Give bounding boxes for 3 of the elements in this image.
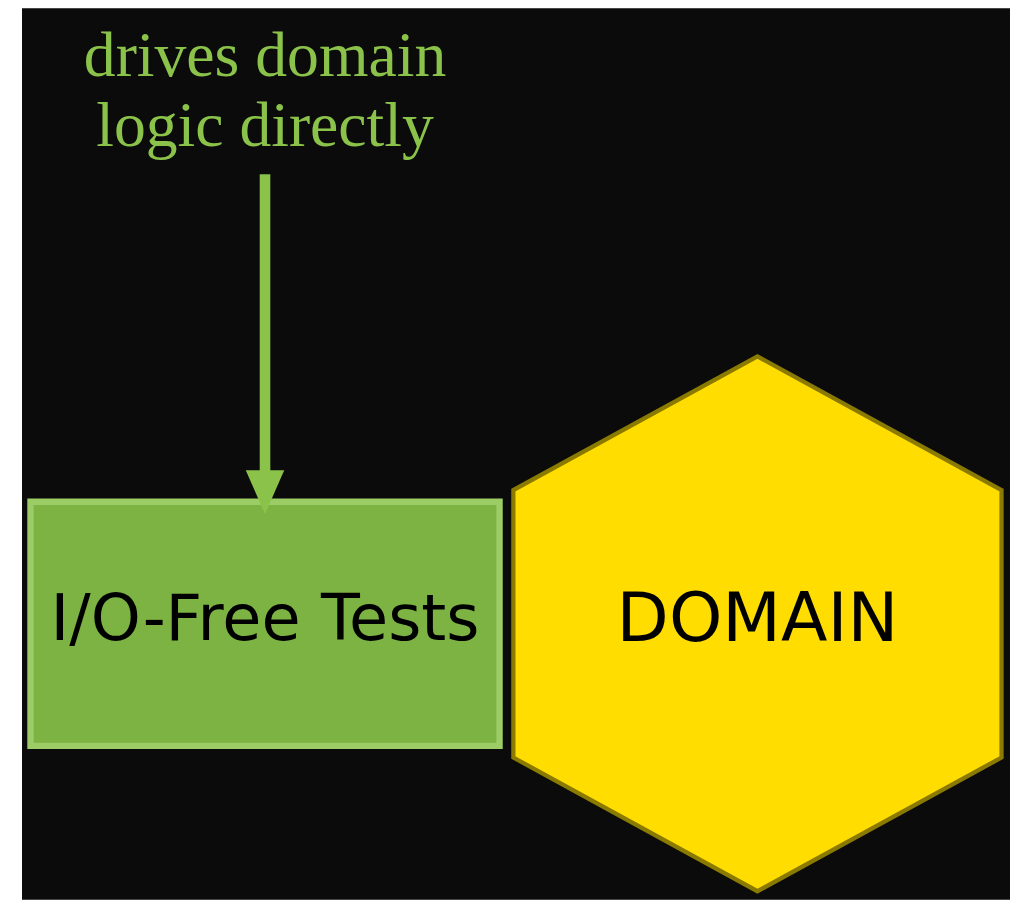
arrow <box>245 174 284 515</box>
node-box: I/O-Free Tests <box>26 498 503 750</box>
node-text: drives domain logic directly <box>83 19 446 161</box>
